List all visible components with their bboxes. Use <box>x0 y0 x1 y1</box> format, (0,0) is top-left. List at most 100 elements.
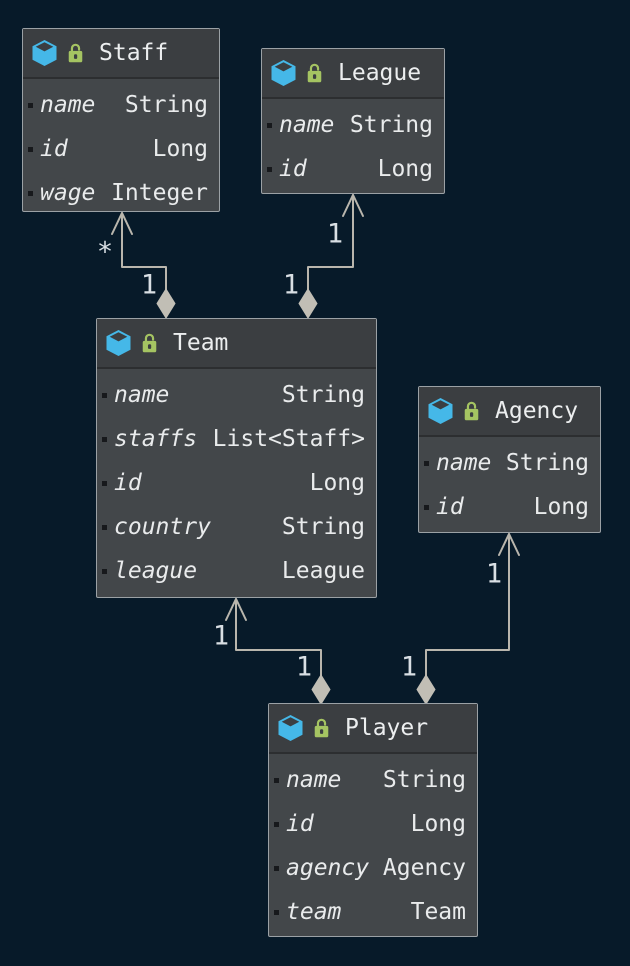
field-type: Long <box>410 811 466 837</box>
class-node-staff[interactable]: Staff name String id Long wage Integer <box>22 28 220 212</box>
field-name: league <box>114 558 198 584</box>
multiplicity-label: 1 <box>400 651 418 683</box>
class-node-agency[interactable]: Agency name String id Long <box>418 386 601 533</box>
field-name: team <box>286 899 342 925</box>
field-type: Long <box>533 494 589 520</box>
field-row[interactable]: agency Agency <box>269 846 477 890</box>
field-bullet-icon <box>102 436 107 442</box>
multiplicity-label: 1 <box>326 218 344 250</box>
field-row[interactable]: id Long <box>269 802 477 846</box>
field-bullet-icon <box>102 392 107 398</box>
class-fields: name String id Long wage Integer <box>23 79 219 215</box>
class-cube-icon <box>32 40 57 66</box>
edge-player-team[interactable] <box>225 596 331 705</box>
field-name: staffs <box>114 426 198 452</box>
field-name: id <box>436 494 464 520</box>
field-row[interactable]: staffs List<Staff> <box>97 417 376 461</box>
class-title: League <box>338 60 422 86</box>
field-type: Agency <box>382 855 466 881</box>
class-fields: name String id Long <box>262 99 444 191</box>
field-row[interactable]: league League <box>97 549 376 593</box>
field-bullet-icon <box>102 568 107 574</box>
class-node-team[interactable]: Team name String staffs List<Staff> id L… <box>96 318 377 598</box>
field-row[interactable]: country String <box>97 505 376 549</box>
field-bullet-icon <box>267 166 272 172</box>
field-row[interactable]: name String <box>262 103 444 147</box>
class-header[interactable]: Player <box>269 704 477 754</box>
class-node-player[interactable]: Player name String id Long agency Agency… <box>268 703 478 937</box>
field-row[interactable]: id Long <box>97 461 376 505</box>
field-bullet-icon <box>28 146 33 152</box>
edge-line[interactable] <box>307 195 354 290</box>
field-row[interactable]: name String <box>419 441 600 485</box>
field-type: String <box>505 450 589 476</box>
field-name: wage <box>40 180 96 206</box>
field-row[interactable]: id Long <box>419 485 600 529</box>
field-type: Long <box>377 156 433 182</box>
field-bullet-icon <box>274 909 279 915</box>
field-name: id <box>286 811 314 837</box>
field-row[interactable]: name String <box>269 758 477 802</box>
class-title: Agency <box>495 398 579 424</box>
field-bullet-icon <box>274 777 279 783</box>
field-row[interactable]: name String <box>23 83 219 127</box>
class-title: Staff <box>99 40 169 66</box>
open-arrowhead-icon <box>498 531 520 556</box>
class-node-league[interactable]: League name String id Long <box>261 48 445 194</box>
edge-line[interactable] <box>121 213 167 290</box>
field-type: Long <box>152 136 208 162</box>
class-fields: name String id Long <box>419 437 600 529</box>
field-bullet-icon <box>28 102 33 108</box>
field-name: agency <box>286 855 370 881</box>
class-cube-icon <box>271 60 296 86</box>
edge-team-league[interactable] <box>298 192 364 319</box>
edge-player-agency[interactable] <box>416 531 520 705</box>
class-header[interactable]: Staff <box>23 29 219 79</box>
class-header[interactable]: Team <box>97 319 376 369</box>
aggregation-diamond-icon <box>416 674 436 705</box>
field-row[interactable]: team Team <box>269 890 477 934</box>
field-type: String <box>382 767 466 793</box>
aggregation-diamond-icon <box>298 288 318 319</box>
class-fields: name String id Long agency Agency team T… <box>269 754 477 934</box>
unlocked-padlock-icon <box>307 63 322 83</box>
field-type: String <box>124 92 208 118</box>
multiplicity-label: 1 <box>282 269 300 301</box>
field-bullet-icon <box>267 122 272 128</box>
field-name: name <box>286 767 342 793</box>
field-bullet-icon <box>274 865 279 871</box>
field-type: Long <box>309 470 365 496</box>
field-name: name <box>114 382 170 408</box>
edge-team-staff[interactable] <box>111 210 176 319</box>
field-type: League <box>281 558 365 584</box>
class-fields: name String staffs List<Staff> id Long c… <box>97 369 376 593</box>
multiplicity-label: 1 <box>212 620 230 652</box>
multiplicity-label: 1 <box>485 558 503 590</box>
aggregation-diamond-icon <box>156 288 176 319</box>
class-cube-icon <box>106 330 131 356</box>
class-title: Team <box>173 330 229 356</box>
field-row[interactable]: id Long <box>23 127 219 171</box>
field-type: String <box>349 112 433 138</box>
open-arrowhead-icon <box>342 192 364 217</box>
field-row[interactable]: id Long <box>262 147 444 191</box>
class-header[interactable]: League <box>262 49 444 99</box>
field-name: id <box>114 470 142 496</box>
edge-line[interactable] <box>425 534 510 676</box>
field-name: name <box>40 92 96 118</box>
field-type: Integer <box>111 180 208 206</box>
multiplicity-label: 1 <box>140 269 158 301</box>
class-cube-icon <box>278 715 303 741</box>
field-bullet-icon <box>424 460 429 466</box>
class-cube-icon <box>428 398 453 424</box>
open-arrowhead-icon <box>225 596 247 621</box>
edge-line[interactable] <box>235 599 322 676</box>
field-row[interactable]: wage Integer <box>23 171 219 215</box>
field-name: country <box>114 514 211 540</box>
class-header[interactable]: Agency <box>419 387 600 437</box>
field-name: id <box>279 156 307 182</box>
field-name: name <box>436 450 492 476</box>
field-row[interactable]: name String <box>97 373 376 417</box>
